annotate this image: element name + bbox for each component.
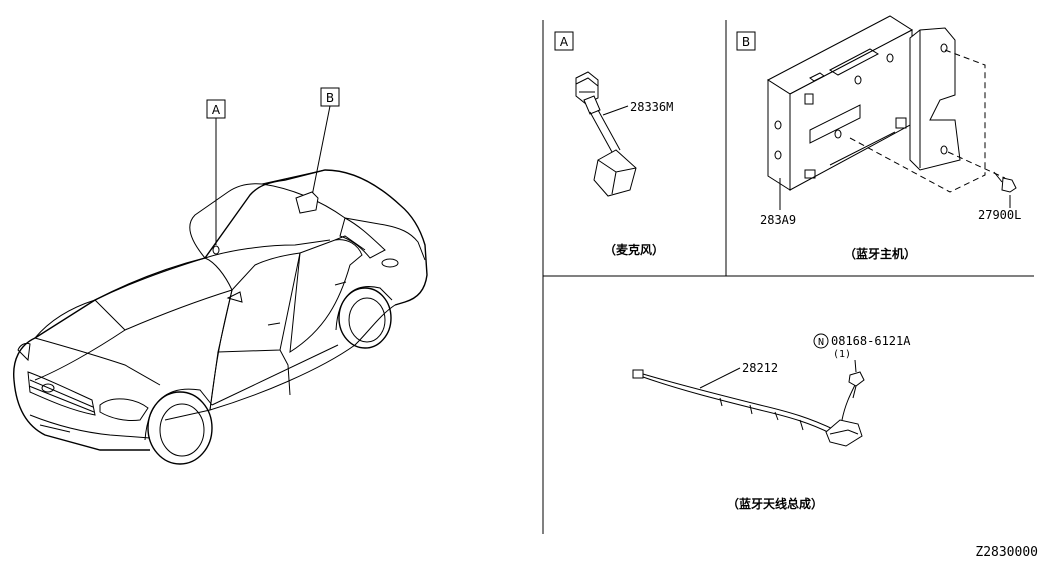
unit-part-number: 283A9 <box>760 213 796 227</box>
antenna-bolt-part[interactable] <box>848 371 865 399</box>
callout-b[interactable]: B <box>295 87 340 214</box>
panel-a-tag-label: A <box>560 35 569 49</box>
panel-dividers <box>542 20 1034 534</box>
callout-b-label: B <box>326 91 334 105</box>
microphone-part[interactable] <box>575 71 637 197</box>
bolt-symbol: N <box>818 337 824 348</box>
bluetooth-screw-part[interactable] <box>993 171 1017 193</box>
panel-b-tag <box>736 31 756 51</box>
callout-a[interactable]: A <box>206 99 226 255</box>
panel-a-tag <box>554 31 574 51</box>
panel-bluetooth-unit: B <box>736 15 1021 261</box>
microphone-caption: （麦克风） <box>604 242 664 257</box>
bluetooth-unit-caption: （蓝牙主机） <box>844 246 916 261</box>
diagram-id: Z2830000 <box>975 545 1038 560</box>
screw-part-number: 27900L <box>978 208 1021 222</box>
nut-symbol-icon <box>813 333 829 349</box>
microphone-part-number: 28336M <box>630 100 673 114</box>
car-illustration <box>13 169 428 465</box>
bolt-quantity: (1) <box>833 349 851 360</box>
antenna-caption: （蓝牙天线总成） <box>727 496 823 511</box>
callout-a-label: A <box>212 103 221 117</box>
antenna-harness-part[interactable] <box>632 369 863 447</box>
panel-microphone: A 28336M （麦克风） <box>554 31 673 257</box>
bolt-part-number: 08168-6121A <box>831 334 911 348</box>
bluetooth-unit-part[interactable] <box>767 15 961 191</box>
panel-b-tag-label: B <box>742 35 750 49</box>
panel-antenna: 28212 N 08168-6121A (1) （蓝牙天线总成） <box>632 333 911 511</box>
harness-part-number: 28212 <box>742 361 778 375</box>
